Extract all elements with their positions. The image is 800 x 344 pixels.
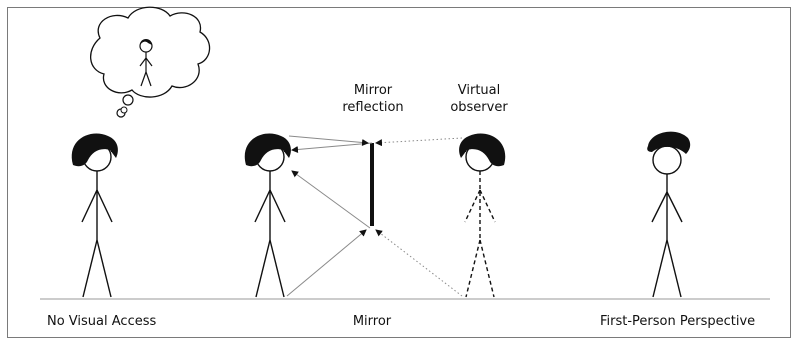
light-paths (286, 135, 463, 297)
mirror-reflection-label: Mirror reflection (342, 82, 403, 116)
virtual-observer-label: Virtual observer (450, 82, 507, 116)
imagined-self-figure (139, 39, 153, 87)
no-visual-access-caption: No Visual Access (47, 314, 157, 329)
figure-first-person (647, 131, 691, 298)
figure-mirror-observer (244, 133, 291, 298)
mirror-caption: Mirror (352, 314, 392, 329)
mirror-reflection-line1: Mirror (353, 83, 393, 98)
figure-virtual-observer (459, 133, 506, 298)
thought-cloud (90, 6, 211, 118)
virtual-observer-line2: observer (450, 100, 508, 115)
first-person-caption: First-Person Perspective (600, 314, 756, 329)
mirror-reflection-line2: reflection (342, 100, 404, 115)
virtual-observer-line1: Virtual (457, 83, 501, 98)
figure-no-visual-access (71, 133, 118, 298)
